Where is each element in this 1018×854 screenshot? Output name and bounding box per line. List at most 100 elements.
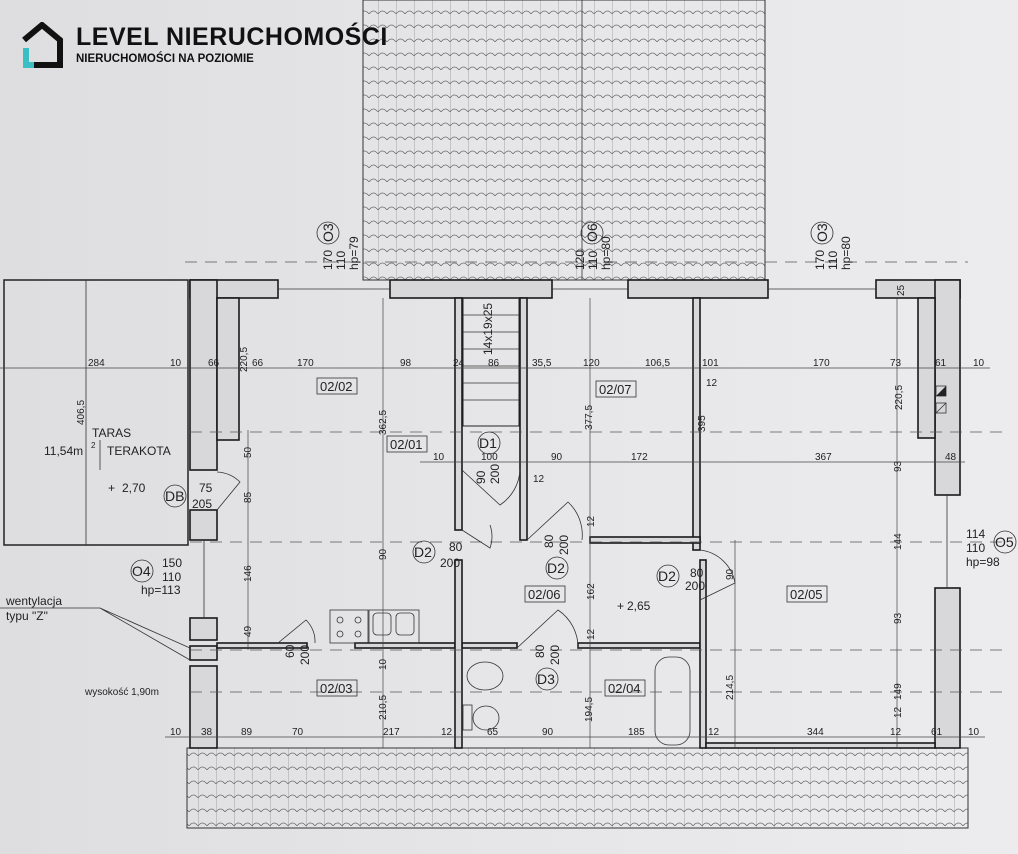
height-lines — [190, 431, 1010, 693]
dim-label: 149 — [893, 683, 904, 700]
dim-label: 172 — [631, 452, 648, 463]
terrace-finish: TERAKOTA — [107, 444, 171, 458]
interior-walls — [216, 297, 936, 749]
door-id: D1 — [479, 435, 497, 451]
dim-label: 162 — [586, 583, 597, 600]
window-id: O3 — [814, 223, 830, 242]
stairs-spec: 14x19x25 — [481, 303, 495, 355]
terrace — [3, 279, 189, 546]
dimension-lines — [0, 298, 990, 748]
window-width: 120 — [573, 250, 587, 270]
dim-label: 106,5 — [645, 358, 670, 369]
door-swings — [216, 469, 736, 649]
dims-mid: 10 100 90 172 367 48 — [433, 452, 957, 463]
dims-top: 284 10 66 66 170 98 24 86 35,5 120 106,5… — [88, 358, 985, 369]
window-id: O4 — [132, 563, 151, 579]
dim-label: 70 — [292, 727, 304, 738]
window-width: 170 — [813, 250, 827, 270]
window-height: 110 — [334, 251, 348, 270]
window-id: O5 — [995, 534, 1014, 550]
leader-line — [0, 607, 191, 661]
dim-label: 35,5 — [532, 358, 552, 369]
room-02-05: 02/05 — [790, 587, 823, 602]
logo-title: LEVEL NIERUCHOMOŚCI — [76, 23, 388, 51]
dim-label: 12 — [893, 706, 904, 718]
dim-label: 90 — [551, 452, 563, 463]
window-width: 170 — [321, 250, 335, 270]
dim-label: 25 — [896, 284, 907, 296]
dim-label: 38 — [201, 727, 213, 738]
door-id: D2 — [414, 544, 432, 560]
dim-label: 12 — [533, 474, 545, 485]
dim-label: 12 — [586, 628, 597, 640]
dim-label: 90 — [542, 727, 554, 738]
door-id: DB — [165, 488, 184, 504]
dim-label: 50 — [243, 446, 254, 458]
door-width: 80 — [542, 534, 556, 548]
door-width: 80 — [533, 644, 547, 658]
dim-label: 12 — [708, 727, 720, 738]
window-hp: hp=80 — [599, 236, 613, 270]
dim-label: 284 — [88, 358, 105, 369]
outer-walls — [189, 279, 961, 749]
room-02-04: 02/04 — [608, 681, 641, 696]
window-height: 110 — [966, 541, 985, 555]
dim-label: 24 — [453, 358, 465, 369]
kitchen-sink — [368, 609, 420, 644]
dim-label: 344 — [807, 727, 824, 738]
toilet-tank — [462, 704, 473, 731]
dim-label: 406,5 — [76, 400, 87, 425]
dim-label: 98 — [400, 358, 412, 369]
dim-label: 170 — [813, 358, 830, 369]
note-ventilation-2: typu "Z" — [6, 609, 48, 623]
window-hp: hp=98 — [966, 555, 1000, 569]
door-height: 200 — [440, 556, 460, 570]
dim-label: 101 — [702, 358, 719, 369]
door-height: 205 — [192, 497, 212, 511]
dim-label: 210,5 — [378, 695, 389, 720]
roof-top — [362, 0, 766, 281]
dim-label: 214,5 — [725, 675, 736, 700]
dim-label: 86 — [488, 358, 500, 369]
logo-subtitle: NIERUCHOMOŚCI NA POZIOMIE — [76, 53, 254, 65]
window-height: 110 — [586, 251, 600, 270]
dim-label: 61 — [931, 727, 943, 738]
dim-label: 367 — [815, 452, 832, 463]
room-02-06: 02/06 — [528, 587, 561, 602]
dim-label: 66 — [208, 358, 220, 369]
washbasin — [466, 661, 504, 691]
terrace-area-sup: 2 — [91, 441, 96, 450]
dim-label: 65 — [487, 727, 499, 738]
dim-label: 48 — [945, 452, 957, 463]
window-height: 110 — [162, 570, 181, 584]
inside-level: 2,65 — [627, 599, 651, 613]
window-hp: hp=80 — [839, 236, 853, 270]
dim-label: 10 — [170, 727, 182, 738]
terrace-level: 2,70 — [122, 481, 146, 495]
dim-label: 90 — [378, 548, 389, 560]
window-hp: hp=79 — [347, 236, 361, 270]
dim-label: 194,5 — [584, 697, 595, 722]
window-height: 110 — [826, 251, 840, 270]
dim-label: 395 — [697, 415, 708, 432]
door-height: 200 — [298, 645, 312, 665]
kitchen-stove — [329, 609, 369, 644]
door-id: D2 — [658, 568, 676, 584]
dim-label: 10 — [378, 658, 389, 670]
door-labels: D1 90 200 D2 80 200 D2 80 200 D2 80 200 … — [163, 431, 705, 691]
room-02-02: 02/02 — [320, 379, 353, 394]
window-labels: O3 170 110 hp=79 O6 120 110 hp=80 O3 170… — [130, 221, 1017, 597]
dim-label: 377,5 — [584, 405, 595, 430]
note-ventilation-1: wentylacja — [5, 594, 62, 608]
dim-label: 93 — [893, 612, 904, 624]
terrace-name: TARAS — [92, 426, 131, 440]
dim-label: 220,5 — [894, 385, 905, 410]
room-labels: 02/01 02/02 02/03 02/04 02/05 02/06 02/0… — [316, 377, 828, 697]
door-height: 200 — [488, 464, 502, 484]
door-width: 80 — [690, 566, 704, 580]
dim-label: 89 — [241, 727, 253, 738]
dim-label: 100 — [481, 452, 498, 463]
dims-vertical: 406,5 220,5 362,5 377,5 395 220,5 50 85 … — [76, 284, 907, 722]
